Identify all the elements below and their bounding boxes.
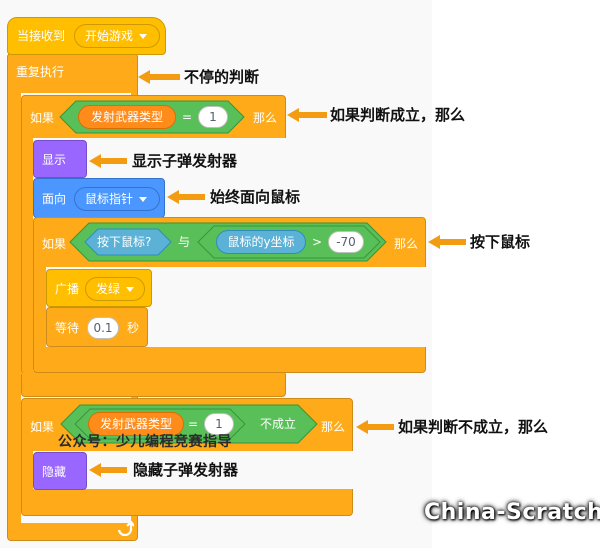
- code-area[interactable]: 重复执行 当接收到 开始游戏 如果 那么 发射武器类型 = 1 显示 面向 鼠标…: [0, 0, 432, 548]
- point-towards-block[interactable]: 面向 鼠标指针: [33, 178, 165, 218]
- when-i-receive-block[interactable]: 当接收到 开始游戏: [7, 17, 166, 55]
- annotation-show: 显示子弹发射器: [132, 152, 238, 170]
- if-label-3: 如果: [30, 420, 55, 434]
- show-block[interactable]: 显示: [33, 140, 87, 178]
- broadcast-label: 广播: [55, 282, 80, 296]
- message-value: 开始游戏: [85, 29, 134, 43]
- arrow-icon: [287, 108, 327, 122]
- arrow-icon: [356, 420, 394, 434]
- variable-weapon-type-1[interactable]: 发射武器类型: [78, 105, 176, 129]
- then-label-1: 那么: [253, 111, 278, 125]
- annotation-hide: 隐藏子弹发射器: [133, 461, 239, 479]
- point-towards-label: 面向: [42, 192, 67, 206]
- chevron-down-icon: [139, 197, 148, 202]
- value-field-1[interactable]: 1: [198, 106, 228, 128]
- broadcast-message-value: 发绿: [96, 282, 121, 296]
- show-label: 显示: [42, 153, 67, 167]
- brand-watermark: China-Scratch: [424, 500, 600, 525]
- hide-block[interactable]: 隐藏: [33, 452, 87, 490]
- mouse-y-reporter[interactable]: 鼠标的y坐标: [216, 230, 306, 254]
- arrow-icon: [89, 154, 127, 168]
- when-i-receive-label: 当接收到: [17, 29, 66, 43]
- hide-label: 隐藏: [42, 465, 67, 479]
- annotation-if2: 按下鼠标: [470, 233, 531, 251]
- mouse-down-sensing[interactable]: [84, 228, 172, 256]
- equals-sign-1: =: [182, 110, 193, 124]
- if-label-1: 如果: [30, 111, 55, 125]
- annotation-if1: 如果判断成立，那么: [330, 106, 466, 124]
- broadcast-block[interactable]: 广播 发绿: [46, 269, 152, 307]
- if-label-2: 如果: [42, 237, 67, 251]
- arrow-icon: [89, 463, 127, 477]
- wait-block[interactable]: 等待 0.1 秒: [46, 307, 148, 347]
- chevron-down-icon: [126, 287, 135, 292]
- wait-seconds-field[interactable]: 0.1: [87, 317, 119, 339]
- arrow-icon: [167, 190, 205, 204]
- mouse-down-label: 按下鼠标?: [97, 235, 152, 249]
- arrow-icon: [138, 70, 180, 84]
- seconds-label: 秒: [127, 321, 140, 335]
- target-dropdown[interactable]: 鼠标指针: [74, 187, 160, 211]
- threshold-field[interactable]: -70: [328, 231, 364, 253]
- wechat-watermark: 公众号：少儿编程竞赛指导: [58, 434, 232, 450]
- chevron-down-icon: [139, 34, 148, 39]
- wait-label: 等待: [55, 321, 80, 335]
- message-dropdown[interactable]: 开始游戏: [74, 24, 160, 48]
- greater-than-sign: >: [312, 235, 323, 249]
- if-1-bottom: [21, 371, 286, 397]
- equals-sign-3: =: [188, 417, 199, 431]
- annotation-forever: 不停的判断: [184, 68, 260, 86]
- arrow-icon: [428, 235, 466, 249]
- annotation-point: 始终面向鼠标: [210, 188, 301, 206]
- annotation-if3: 如果判断不成立，那么: [398, 418, 549, 436]
- loop-arrow-icon: [117, 520, 134, 536]
- then-label-2: 那么: [394, 237, 419, 251]
- not-label: 不成立: [260, 417, 297, 431]
- target-value: 鼠标指针: [85, 192, 134, 206]
- value-field-3[interactable]: 1: [204, 413, 234, 435]
- forever-label: 重复执行: [16, 65, 65, 79]
- broadcast-message-dropdown[interactable]: 发绿: [85, 277, 145, 301]
- and-label: 与: [178, 235, 191, 249]
- variable-weapon-type-3[interactable]: 发射武器类型: [88, 412, 184, 436]
- then-label-3: 那么: [321, 420, 346, 434]
